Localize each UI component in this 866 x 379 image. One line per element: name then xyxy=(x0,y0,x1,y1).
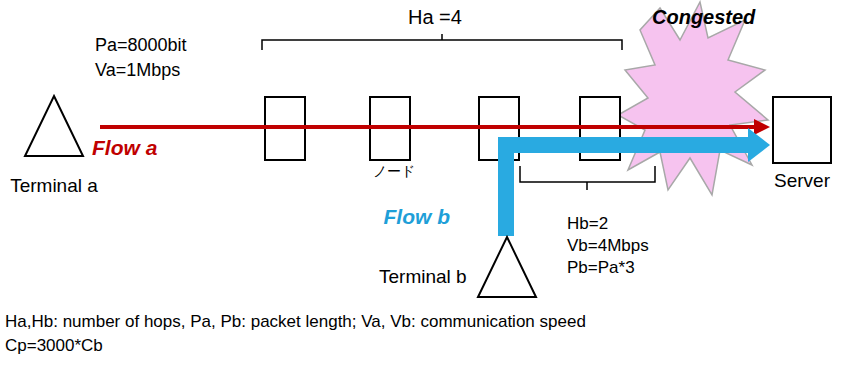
server-symbol xyxy=(772,96,832,164)
hop-bracket xyxy=(520,166,655,190)
connector-line xyxy=(506,145,748,236)
connector-line xyxy=(100,125,754,129)
server-box xyxy=(773,97,831,163)
flow-band xyxy=(506,128,770,236)
terminal-node: Terminal b xyxy=(379,236,537,300)
terminal-node: Terminal a xyxy=(8,95,100,197)
hop-count-label: Ha =4 xyxy=(408,6,462,29)
arrow-head xyxy=(748,128,770,162)
congestion-burst xyxy=(618,2,768,195)
arrow-head xyxy=(754,119,770,135)
terminal-triangle xyxy=(25,96,83,156)
parameter-label: Va=1Mbps xyxy=(95,60,180,81)
node-text: Terminal b xyxy=(379,266,467,288)
node-text: Terminal a xyxy=(10,175,98,197)
node-caption: ノード xyxy=(373,163,415,179)
server-node: Server xyxy=(770,96,834,194)
parameter-label: Pa=8000bit xyxy=(95,35,187,56)
flow-label: Flow b xyxy=(384,205,451,229)
congestion-label: Congested xyxy=(652,6,755,29)
node-text: Server xyxy=(774,170,830,192)
flow-arrow xyxy=(100,119,770,135)
flow-label: Flow a xyxy=(92,136,157,160)
parameter-label: Pb=Pa*3 xyxy=(567,258,635,278)
terminal-symbol xyxy=(24,95,84,157)
legend-note: Ha,Hb: number of hops, Pa, Pb: packet le… xyxy=(5,312,586,332)
terminal-triangle xyxy=(478,237,536,297)
terminal-symbol xyxy=(477,236,537,298)
formula-note: Cp=3000*Cb xyxy=(5,336,103,356)
hop-bracket xyxy=(262,34,622,50)
parameter-label: Hb=2 xyxy=(567,214,608,234)
parameter-label: Vb=4Mbps xyxy=(567,236,649,256)
